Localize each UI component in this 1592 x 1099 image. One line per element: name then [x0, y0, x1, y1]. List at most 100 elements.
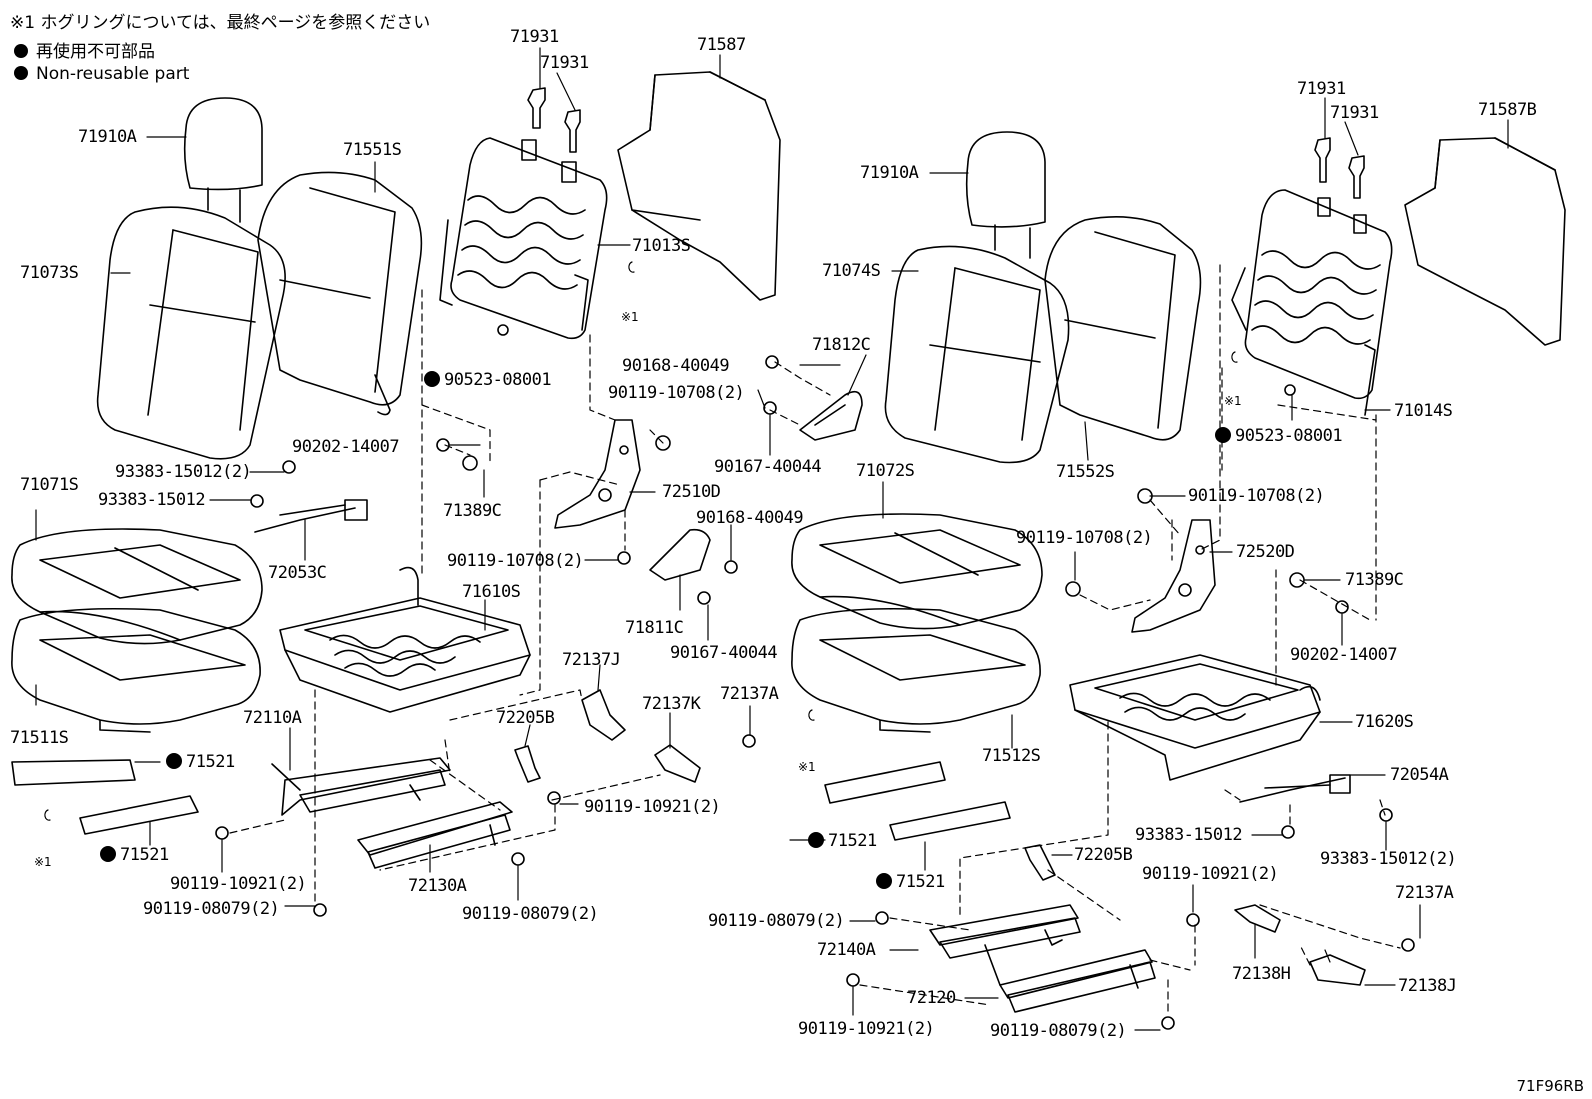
part-label-72205B-r: 72205B — [1074, 845, 1133, 865]
seatback-pad-right — [1044, 216, 1202, 441]
part-number-text: 90523-08001 — [444, 370, 552, 390]
part-label-90119-10708-c: 90119-10708(2) — [1188, 486, 1325, 506]
part-number-text: 93383-15012(2) — [115, 462, 252, 482]
part-label-72138J: 72138J — [1398, 976, 1457, 996]
part-number-text: 72138H — [1232, 964, 1291, 984]
part-label-93383-15012-d: 93383-15012(2) — [1320, 849, 1457, 869]
part-number-text: 72137A — [1395, 883, 1454, 903]
seat-frame-right — [1069, 654, 1321, 781]
non-reusable-dot-icon — [808, 832, 824, 848]
non-reusable-dot-icon — [424, 371, 440, 387]
part-number-text: 71389C — [443, 501, 502, 521]
part-label-71389C-l: 71389C — [443, 501, 502, 521]
part-label-71552S: 71552S — [1056, 462, 1115, 482]
part-number-text: 71811C — [625, 618, 684, 638]
part-label-93383-15012-c: 93383-15012 — [1135, 825, 1243, 845]
assembly-dashed-lines — [229, 264, 1401, 1016]
seatback-frame-left — [439, 137, 608, 340]
part-number-text: 90202-14007 — [1290, 645, 1398, 665]
part-label-71014S: 71014S — [1394, 401, 1453, 421]
headrest-left — [183, 97, 263, 223]
part-label-71610S: 71610S — [462, 582, 521, 602]
cable-right — [1239, 774, 1351, 803]
part-number-text: 90523-08001 — [1235, 426, 1343, 446]
part-number-text: 72053C — [268, 563, 327, 583]
part-label-71551S: 71551S — [343, 140, 402, 160]
part-label-90119-10921-b: 90119-10921(2) — [170, 874, 307, 894]
part-label-90168-40049-b: 90168-40049 — [696, 508, 804, 528]
headrest-right — [965, 131, 1046, 259]
part-label-71073S: 71073S — [20, 263, 79, 283]
part-number-text: 71552S — [1056, 462, 1115, 482]
part-number-text: 71521 — [120, 845, 169, 865]
part-number-text: 72054A — [1390, 765, 1449, 785]
part-number-text: 71013S — [632, 236, 691, 256]
part-label-72520D: 72520D — [1236, 542, 1295, 562]
part-number-text: 72138J — [1398, 976, 1457, 996]
part-label-72053C: 72053C — [268, 563, 327, 583]
part-label-90119-10708-a: 90119-10708(2) — [608, 383, 745, 403]
part-number-text: 71931 — [1330, 103, 1379, 123]
hog-ring-icons — [44, 261, 1238, 821]
part-label-71931-l2: 71931 — [540, 53, 589, 73]
part-number-text: 90119-10921(2) — [798, 1019, 935, 1039]
part-label-72510D: 72510D — [662, 482, 721, 502]
part-label-72054A: 72054A — [1390, 765, 1449, 785]
part-label-90119-10921-c: 90119-10921(2) — [1142, 864, 1279, 884]
part-number-text: 72137J — [562, 650, 621, 670]
headrest-guides-right — [1314, 137, 1365, 199]
part-number-text: 71073S — [20, 263, 79, 283]
non-reusable-note-en: Non-reusable part — [14, 64, 189, 84]
part-label-90202-14007-r: 90202-14007 — [1290, 645, 1398, 665]
part-label-90523-08001-l: 90523-08001 — [424, 370, 552, 390]
hog-ring-note: ※1 ホグリングについては、最終ページを参照ください — [10, 13, 431, 33]
part-number-text: 71587B — [1478, 100, 1537, 120]
part-label-71910A-l: 71910A — [78, 127, 137, 147]
part-label-90119-08079-c: 90119-08079(2) — [708, 911, 845, 931]
part-number-text: 90119-08079(2) — [708, 911, 845, 931]
seat-track-outer-left — [357, 801, 513, 869]
fasteners-right — [846, 384, 1415, 1030]
part-number-text: 90119-10921(2) — [1142, 864, 1279, 884]
part-label-72110A: 72110A — [243, 708, 302, 728]
part-number-text: 90119-10921(2) — [170, 874, 307, 894]
part-number-text: 71521 — [896, 872, 945, 892]
part-number-text: 72205B — [496, 708, 555, 728]
part-number-text: 71910A — [860, 163, 919, 183]
non-reusable-dot-icon — [14, 66, 28, 80]
part-number-text: 93383-15012(2) — [1320, 849, 1457, 869]
part-label-72137K: 72137K — [642, 694, 701, 714]
part-number-text: 71610S — [462, 582, 521, 602]
part-label-72137A-r: 72137A — [1395, 883, 1454, 903]
seatback-cover-right — [884, 245, 1070, 464]
part-label-71389C-r: 71389C — [1345, 570, 1404, 590]
seat-track-outer-right — [929, 904, 1081, 959]
seatback-cover-left — [96, 206, 286, 460]
part-number-text: 72110A — [243, 708, 302, 728]
part-number-text: 90119-10708(2) — [447, 551, 584, 571]
part-label-71071S: 71071S — [20, 475, 79, 495]
seat-cushion-pad-right — [791, 607, 1041, 733]
part-label-71521-r1: 71521 — [808, 831, 877, 851]
hog-ring-mark: ※1 — [621, 310, 639, 324]
part-number-text: 71511S — [10, 728, 69, 748]
part-label-72205B-l: 72205B — [496, 708, 555, 728]
part-number-text: 71931 — [1297, 79, 1346, 99]
part-label-71812C: 71812C — [812, 335, 871, 355]
part-label-71521-l1: 71521 — [166, 752, 235, 772]
seatback-board-right — [1404, 137, 1566, 346]
recliner-left — [554, 419, 641, 529]
part-label-71931-r2: 71931 — [1330, 103, 1379, 123]
seat-cushion-cover-right — [791, 513, 1043, 630]
diagram-code: 71F96RB — [1516, 1077, 1584, 1095]
part-number-text: 93383-15012 — [1135, 825, 1243, 845]
part-number-text: 71931 — [510, 27, 559, 47]
non-reusable-dot-icon — [100, 846, 116, 862]
part-number-text: 71551S — [343, 140, 402, 160]
strap-72205B-left — [514, 745, 541, 783]
part-label-71521-l2: 71521 — [100, 845, 169, 865]
part-label-71931-l1: 71931 — [510, 27, 559, 47]
part-label-71512S: 71512S — [982, 746, 1041, 766]
